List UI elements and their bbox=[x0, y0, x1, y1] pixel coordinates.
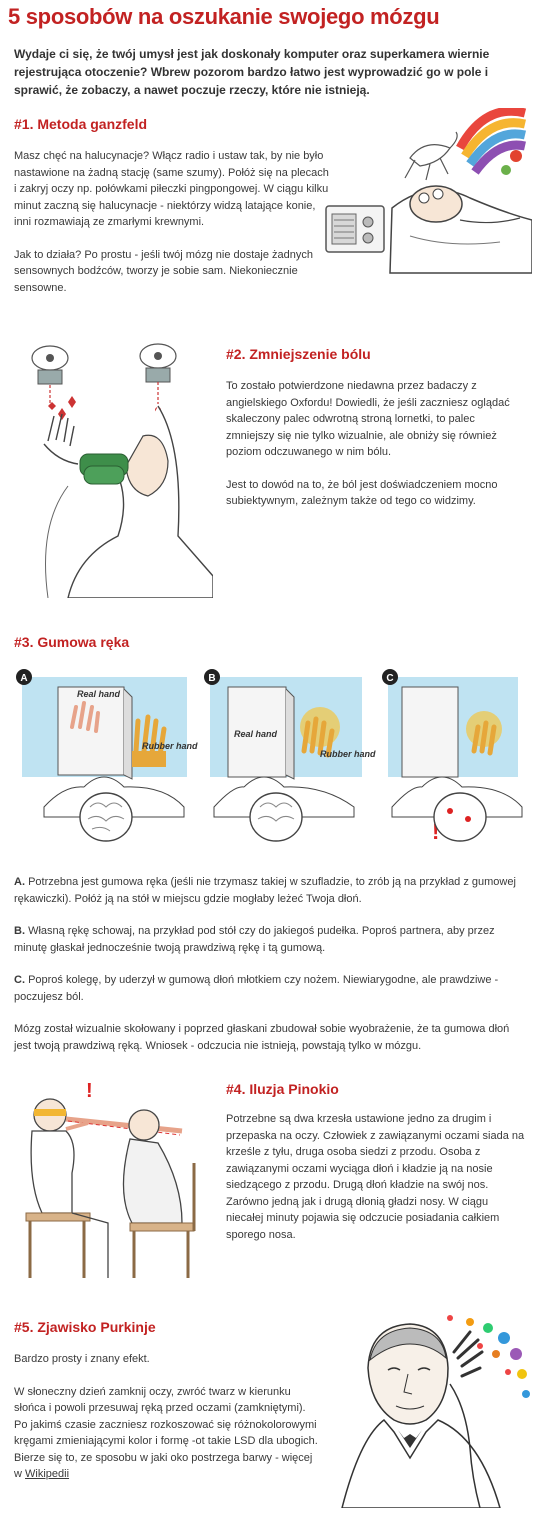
step-c-text: Poproś kolegę, by uderzył w gumową dłoń … bbox=[14, 974, 499, 1003]
radio-icon bbox=[325, 205, 385, 253]
eye-binoculars-diagram-icon bbox=[31, 343, 177, 420]
section-3-conclusion: Mózg został wizualnie skołowany i poprze… bbox=[14, 1023, 510, 1052]
brain-icon bbox=[43, 776, 185, 842]
section-5-paragraph-2-text: W słoneczny dzień zamknij oczy, zwróć tw… bbox=[14, 1385, 318, 1481]
page-title: 5 sposobów na oszukanie swojego mózgu bbox=[8, 4, 440, 29]
sleeping-man-icon bbox=[389, 185, 532, 274]
section-3-text: A. Potrzebna jest gumowa ręka (jeśli nie… bbox=[14, 874, 529, 1070]
panel-a-letter: A bbox=[20, 673, 27, 684]
section-3-step-a: A. Potrzebna jest gumowa ręka (jeśli nie… bbox=[14, 874, 529, 907]
section-2-text: To zostało potwierdzone niedawna przez b… bbox=[226, 378, 526, 526]
section-2-title: #2. Zmniejszenie bólu bbox=[226, 346, 371, 362]
section-5-title: #5. Zjawisko Purkinje bbox=[14, 1319, 156, 1335]
section-5-text: Bardzo prosty i znany efekt. W słoneczny… bbox=[14, 1351, 320, 1499]
panel-c: C ! bbox=[382, 669, 523, 844]
wikipedia-link[interactable]: Wikipedii bbox=[25, 1468, 70, 1480]
section-1-paragraph-2: Jak to działa? Po prostu - jeśli twój mó… bbox=[14, 248, 313, 294]
flying-horse-icon bbox=[404, 131, 458, 181]
binoculars-woman-icon bbox=[43, 405, 213, 598]
step-a-label: A. bbox=[14, 876, 25, 888]
section-1-text: Masz chęć na halucynacje? Włącz radio i … bbox=[14, 148, 330, 312]
panel-b-real-label: Real hand bbox=[234, 729, 278, 739]
section-1-title: #1. Metoda ganzfeld bbox=[14, 116, 148, 132]
pinocchio-illustration: ! bbox=[25, 1080, 196, 1278]
binoculars-woman-illustration bbox=[31, 343, 213, 598]
step-b-text: Własną rękę schowaj, na przykład pod stó… bbox=[14, 925, 495, 954]
step-b-label: B. bbox=[14, 925, 25, 937]
blindfold-chairs-icon bbox=[25, 1098, 196, 1278]
alert-icon: ! bbox=[432, 819, 439, 844]
intro-paragraph: Wydaje ci się, że twój umysł jest jak do… bbox=[14, 47, 490, 97]
section-5-paragraph-2: W słoneczny dzień zamknij oczy, zwróć tw… bbox=[14, 1384, 320, 1483]
panel-b-letter: B bbox=[208, 673, 215, 684]
brain-icon bbox=[213, 776, 355, 842]
section-4-title: #4. Iluzja Pinokio bbox=[226, 1081, 339, 1097]
rubber-hand-illustration: A Real hand Rubber hand B Real hand Rubb… bbox=[16, 669, 523, 844]
section-5-paragraph-1: Bardzo prosty i znany efekt. bbox=[14, 1353, 150, 1365]
section-4-text: Potrzebne są dwa krzesła ustawione jedno… bbox=[226, 1111, 528, 1259]
brain-icon bbox=[391, 776, 523, 842]
dot-icon bbox=[510, 150, 522, 162]
hand-eyes-man-icon bbox=[341, 1323, 501, 1508]
rainbow-icon bbox=[456, 108, 527, 175]
purkinje-illustration bbox=[341, 1315, 530, 1508]
section-4-paragraph-1: Potrzebne są dwa krzesła ustawione jedno… bbox=[226, 1113, 525, 1241]
alert-icon: ! bbox=[86, 1080, 93, 1102]
dot-icon bbox=[501, 165, 511, 175]
section-3-step-b: B. Własną rękę schowaj, na przykład pod … bbox=[14, 923, 529, 956]
panel-c-letter: C bbox=[386, 673, 393, 684]
rubber-hand-icon bbox=[471, 720, 497, 756]
section-1-paragraph-1: Masz chęć na halucynacje? Włącz radio i … bbox=[14, 150, 329, 228]
real-hand-icon bbox=[70, 701, 100, 733]
section-2-paragraph-2: Jest to dowód na to, że ból jest doświad… bbox=[226, 478, 498, 508]
step-a-text: Potrzebna jest gumowa ręka (jeśli nie tr… bbox=[14, 876, 516, 905]
section-2-paragraph-1: To zostało potwierdzone niedawna przez b… bbox=[226, 380, 510, 458]
sleeping-man-illustration bbox=[325, 108, 532, 274]
panel-b-rubber-label: Rubber hand bbox=[320, 749, 376, 759]
panel-a-real-label: Real hand bbox=[77, 689, 121, 699]
panel-a-rubber-label: Rubber hand bbox=[142, 741, 198, 751]
section-3-step-c: C. Poproś kolegę, by uderzył w gumową dł… bbox=[14, 972, 529, 1005]
section-3-title: #3. Gumowa ręka bbox=[14, 634, 130, 650]
rubber-hand-icon bbox=[133, 714, 167, 758]
step-c-label: C. bbox=[14, 974, 25, 986]
rubber-hand-icon bbox=[301, 716, 335, 758]
panel-a: A Real hand Rubber hand bbox=[16, 669, 198, 842]
panel-b: B Real hand Rubber hand bbox=[204, 669, 376, 842]
colored-dots-icon bbox=[447, 1315, 530, 1398]
